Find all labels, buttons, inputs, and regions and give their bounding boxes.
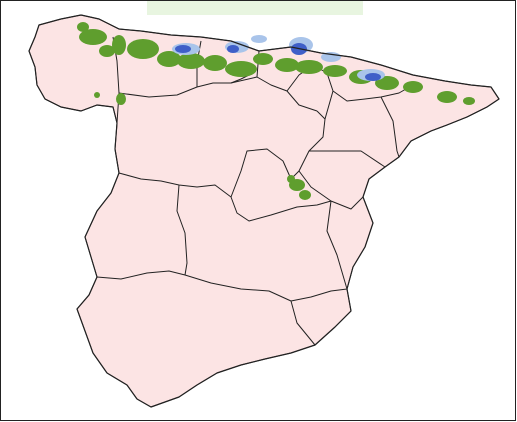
vegetation-blue xyxy=(172,35,385,81)
top-strip xyxy=(147,1,363,15)
spain-mainland xyxy=(28,14,500,408)
coastline xyxy=(28,14,500,408)
